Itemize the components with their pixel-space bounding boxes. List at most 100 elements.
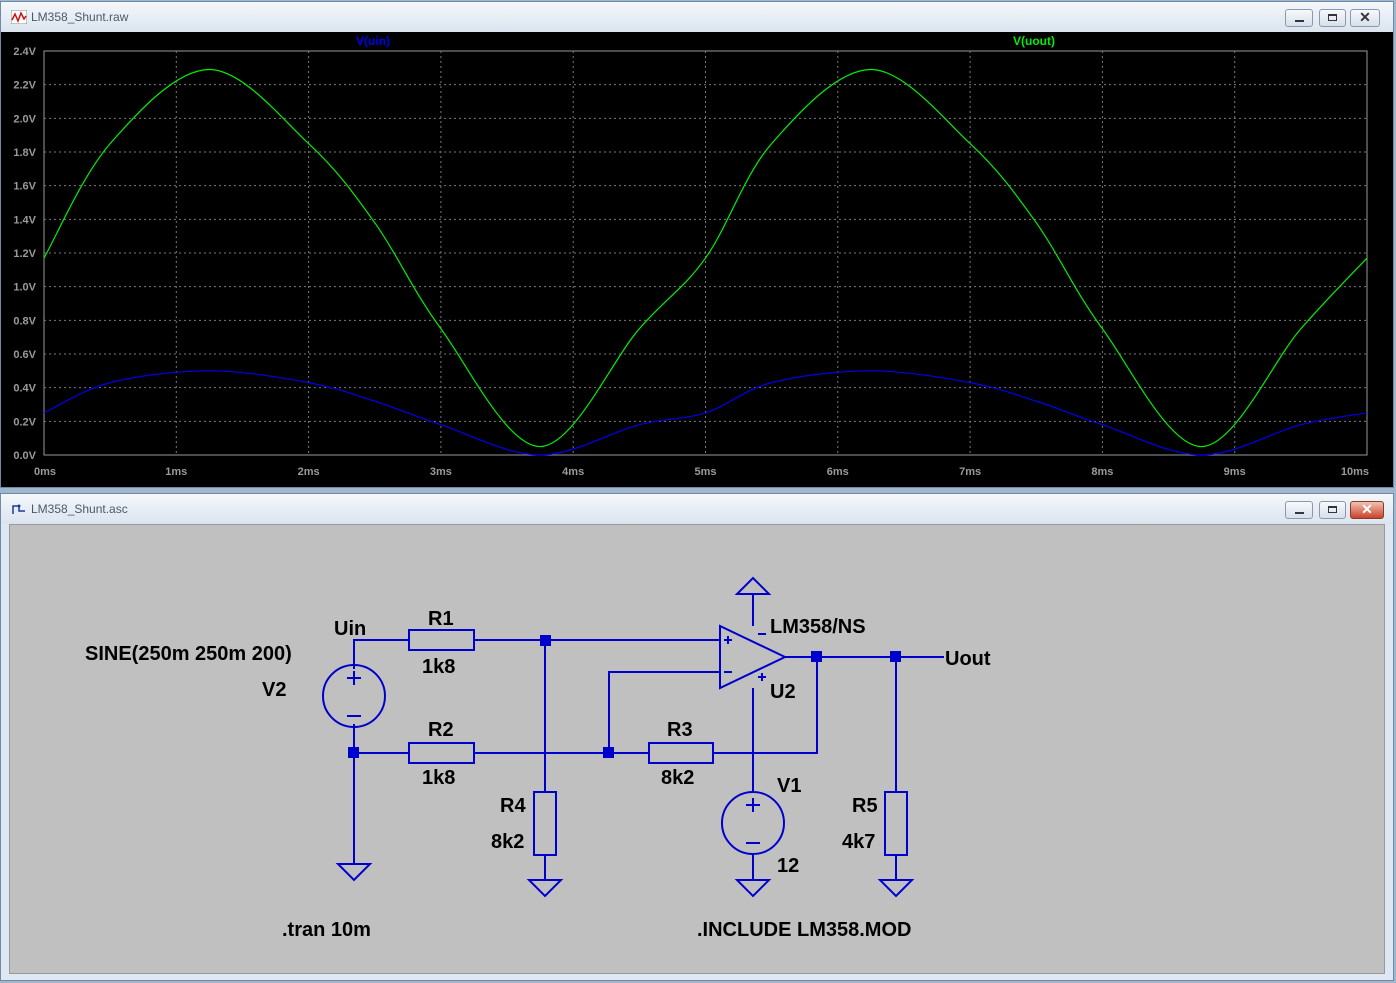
label-r2[interactable]: R2 <box>428 719 454 741</box>
plot-window-titlebar[interactable]: LM358_Shunt.raw ✕ <box>1 2 1393 32</box>
y-tick-label: 0.4V <box>13 383 36 395</box>
label-v1[interactable]: V1 <box>777 775 801 797</box>
label-r5[interactable]: R5 <box>852 795 878 817</box>
resistor-r3[interactable] <box>648 742 714 764</box>
y-tick-labels: 0.0V 0.2V 0.4V 0.6V 0.8V 1.0V 1.2V 1.4V 1.6V 1.8V… <box>13 46 36 462</box>
maximize-icon <box>1328 506 1337 513</box>
resistor-r1[interactable] <box>408 629 475 651</box>
ground-icon <box>526 879 564 898</box>
plus-icon <box>746 798 760 812</box>
waveform-icon <box>11 10 27 24</box>
x-tick-label: 9ms <box>1224 466 1246 478</box>
y-tick-label: 1.8V <box>13 147 36 159</box>
x-tick-label: 3ms <box>430 466 452 478</box>
junction-dot <box>811 651 822 662</box>
junction-dot <box>603 747 614 758</box>
plus-icon <box>724 636 732 644</box>
y-tick-label: 1.4V <box>13 214 36 226</box>
wire-uin <box>353 639 409 667</box>
label-r3[interactable]: R3 <box>667 719 693 741</box>
maximize-button[interactable] <box>1319 9 1346 27</box>
schematic-window-titlebar[interactable]: LM358_Shunt.asc ✕ <box>1 494 1393 524</box>
opamp-u2[interactable] <box>719 624 788 690</box>
label-r1-value[interactable]: 1k8 <box>422 656 455 678</box>
plus-icon <box>758 673 766 681</box>
trace-label-uin[interactable]: V(uin) <box>356 34 390 48</box>
plot-grid <box>43 50 1368 456</box>
close-button[interactable]: ✕ <box>1350 9 1380 27</box>
y-tick-label: 2.4V <box>13 46 36 58</box>
label-r2-value[interactable]: 1k8 <box>422 767 455 789</box>
schematic-icon <box>12 504 25 514</box>
label-v2[interactable]: V2 <box>262 679 286 701</box>
x-tick-label: 8ms <box>1091 466 1113 478</box>
wires <box>353 594 944 880</box>
directive-tran[interactable]: .tran 10m <box>282 919 371 941</box>
plot-pane[interactable]: 0.0V 0.2V 0.4V 0.6V 0.8V 1.0V 1.2V 1.4V 1.6V 1.8V… <box>1 32 1393 487</box>
plus-icon <box>347 671 361 685</box>
y-tick-label: 0.6V <box>13 349 36 361</box>
voltage-source-v1[interactable] <box>721 791 785 855</box>
x-tick-label: 6ms <box>827 466 849 478</box>
schematic-window-title: LM358_Shunt.asc <box>31 502 128 516</box>
wire-inverting <box>608 671 720 753</box>
minimize-button[interactable] <box>1285 9 1313 27</box>
label-r1[interactable]: R1 <box>428 608 454 630</box>
minimize-button[interactable] <box>1285 501 1313 519</box>
x-tick-label: 4ms <box>562 466 584 478</box>
ground-icon <box>335 863 373 882</box>
y-tick-label: 2.2V <box>13 80 36 92</box>
voltage-source-v2[interactable] <box>322 664 386 728</box>
y-tick-label: 1.6V <box>13 181 36 193</box>
label-r5-value[interactable]: 4k7 <box>842 831 875 853</box>
resistor-r5[interactable] <box>884 791 908 856</box>
y-tick-label: 2.0V <box>13 113 36 125</box>
close-button[interactable]: ✕ <box>1350 501 1384 519</box>
y-tick-label: 0.8V <box>13 315 36 327</box>
x-tick-label: 2ms <box>298 466 320 478</box>
close-icon: ✕ <box>1361 501 1373 517</box>
label-r4[interactable]: R4 <box>500 795 526 817</box>
traces <box>43 68 1368 456</box>
label-u2[interactable]: U2 <box>770 681 796 703</box>
plot-window-title: LM358_Shunt.raw <box>31 10 129 24</box>
plot-window[interactable]: LM358_Shunt.raw ✕ 0.0V 0.2V 0.4V 0.6V 0.8V 1.… <box>0 1 1394 488</box>
minimize-icon <box>1295 512 1304 514</box>
waveform-plot[interactable]: 0.0V 0.2V 0.4V 0.6V 0.8V 1.0V 1.2V 1.4V 1.6V 1.8V… <box>1 32 1393 487</box>
y-tick-label: 1.2V <box>13 248 36 260</box>
x-tick-label: 7ms <box>959 466 981 478</box>
label-v1-value[interactable]: 12 <box>777 855 799 877</box>
label-uin[interactable]: Uin <box>334 618 366 640</box>
y-tick-label: 1.0V <box>13 282 36 294</box>
close-icon: ✕ <box>1359 9 1371 25</box>
label-r4-value[interactable]: 8k2 <box>491 831 524 853</box>
junction-dot <box>890 651 901 662</box>
label-uout[interactable]: Uout <box>945 648 991 670</box>
resistor-r2[interactable] <box>408 742 475 764</box>
trace-label-uout[interactable]: V(uout) <box>1013 34 1055 48</box>
label-sine[interactable]: SINE(250m 250m 200) <box>85 643 292 665</box>
ground-icon <box>877 879 915 898</box>
schematic-canvas[interactable]: SINE(250m 250m 200) V2 Uin R1 1k8 R2 1k8… <box>10 525 1386 975</box>
y-tick-label: 0.0V <box>13 450 36 462</box>
y-tick-label: 0.2V <box>13 416 36 428</box>
label-r3-value[interactable]: 8k2 <box>661 767 694 789</box>
schematic-pane[interactable]: SINE(250m 250m 200) V2 Uin R1 1k8 R2 1k8… <box>9 524 1385 974</box>
ground-icon <box>734 879 772 898</box>
directive-include[interactable]: .INCLUDE LM358.MOD <box>697 919 911 941</box>
trace-uout <box>43 68 1368 448</box>
supply-arrow-icon <box>734 576 772 595</box>
maximize-icon <box>1328 14 1337 21</box>
x-tick-label: 0ms <box>34 466 56 478</box>
junction-dot <box>348 747 359 758</box>
wire-r3-right <box>713 657 818 754</box>
label-opamp-model[interactable]: LM358/NS <box>770 616 866 638</box>
minimize-icon <box>1295 20 1304 22</box>
maximize-button[interactable] <box>1319 501 1346 519</box>
resistor-r4[interactable] <box>533 791 557 856</box>
schematic-window[interactable]: LM358_Shunt.asc ✕ <box>0 493 1394 981</box>
x-tick-label: 1ms <box>165 466 187 478</box>
junction-dot <box>540 635 551 646</box>
trace-uin <box>43 370 1368 456</box>
